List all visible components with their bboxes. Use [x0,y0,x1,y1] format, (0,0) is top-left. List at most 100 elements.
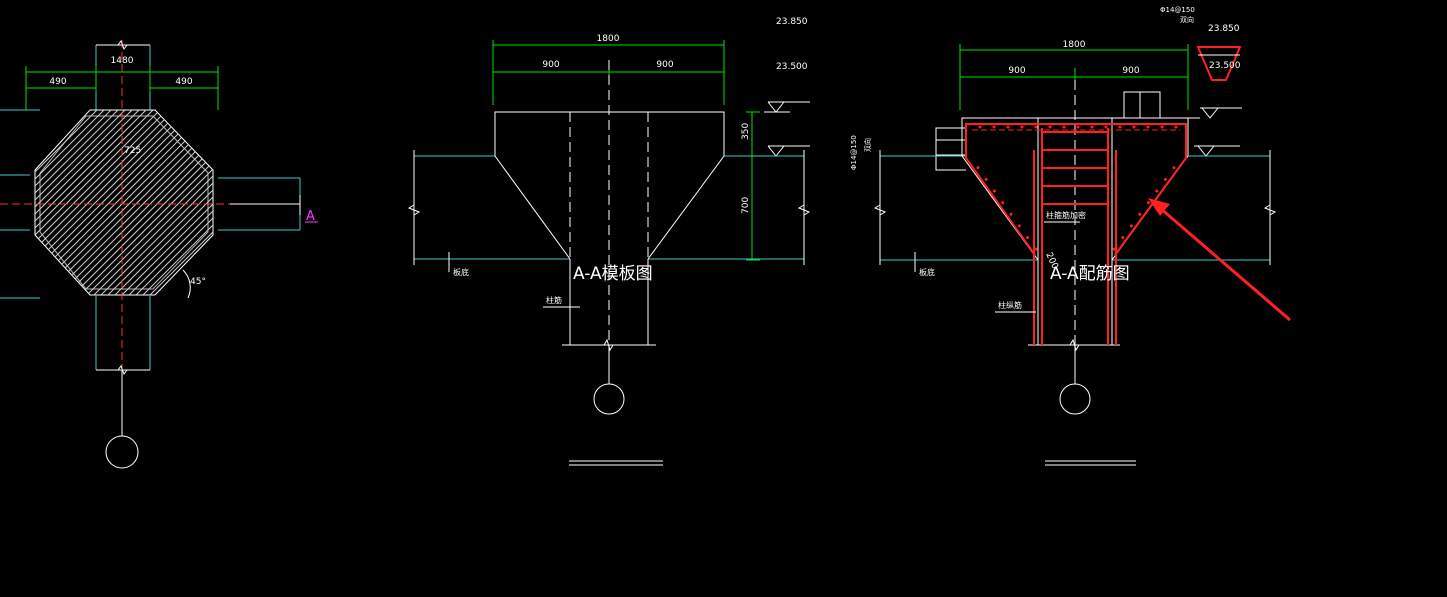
hatch-line [35,110,63,295]
hatch-line [241,110,426,295]
hatch-line [65,110,213,295]
hatch-line [107,110,213,295]
hatch-line [205,110,213,295]
rebar-dot [1112,247,1116,251]
hatch-line [121,110,213,295]
rebar-note-left-1: Φ14@150 [850,135,858,170]
hatch-line [234,110,419,295]
hatch-line [269,110,454,295]
rebar-dot [1048,125,1052,129]
rebar-dot [1006,125,1010,129]
rebar-dim-right: 900 [1122,66,1139,76]
red-pointer-arrow [1148,198,1291,322]
rebar-dot [1001,201,1005,205]
plan-axis-bubble [105,435,139,469]
hatch-line [35,110,175,295]
rebar-dot [1129,224,1133,228]
hatch-line [0,110,20,295]
rebar-elev-mid: 23.500 [1209,61,1241,71]
hatch-line [35,110,133,295]
hatch-line [44,110,213,295]
rebar-dot [1160,125,1164,129]
hatch-line [35,110,196,295]
rebar-note-top-1: Φ14@150 [1160,6,1195,14]
hatch-line [35,110,140,295]
rebar-dot [1155,189,1159,193]
rebar-note-left-2: 双向 [863,138,872,152]
rebar-dot [1163,177,1167,181]
hatch-line [177,110,213,295]
rebar-note-top-2: 双向 [1180,15,1194,24]
rebar-dot [992,125,996,129]
hatch-line [51,110,213,295]
rebar-title: A-A配筋图 [1050,264,1130,284]
rebar-dot [1009,212,1013,216]
rebar-dot [1174,125,1178,129]
hatch-line [79,110,213,295]
formwork-elev-mid: 23.500 [776,62,808,72]
hatch-line [227,110,412,295]
hatch-line [35,110,161,295]
hatch-line [72,110,213,295]
rebar-reinforcement [965,123,1187,345]
plan-dim-total: 1480 [111,56,134,66]
hatch-line [100,110,213,295]
plan-hatch [0,110,468,295]
rebar-dot [1121,236,1125,240]
rebar-dot [1020,125,1024,129]
hatch-line [35,110,112,295]
hatch-line [262,110,447,295]
hatch-line [35,110,213,295]
rebar-dot [1138,212,1142,216]
hatch-line [35,110,147,295]
hatch-line [35,110,49,295]
rebar-dim-left: 900 [1008,66,1025,76]
rebar-dot [1017,224,1021,228]
plan-dim-left: 490 [49,77,66,87]
rebar-dot [1132,125,1136,129]
rebar-slab-label: 板底 [919,267,935,277]
formwork-section: 23.850 23.500 1800 900 900 350 700 [407,17,811,466]
hatch-line [35,110,98,295]
formwork-elev-top: 23.850 [776,17,808,27]
plan-beams [0,44,301,371]
hatch-line [191,110,213,295]
hatch-line [93,110,213,295]
rebar-dot [984,177,988,181]
hatch-line [37,110,213,295]
rebar-dot [1026,236,1030,240]
rebar-stirrups [1042,131,1108,205]
plan-dimensions [25,66,219,110]
hatch-line [35,110,84,295]
rebar-dot [1146,125,1150,129]
plan-section-marker: A [306,209,315,224]
hatch-line [86,110,213,295]
formwork-dim-left: 900 [542,60,559,70]
hatch-line [0,110,27,295]
hatch-line [170,110,213,295]
plan-dim-right: 490 [175,77,192,87]
hatch-line [149,110,213,295]
rebar-dot [1172,166,1176,170]
rebar-elev-symbol [1196,46,1242,81]
rebar-dim-total: 1800 [1063,40,1086,50]
rebar-dot [1104,125,1108,129]
formwork-dim-v-lower: 700 [741,197,751,214]
hatch-line [58,110,213,295]
hatch-line [35,110,189,295]
rebar-dot [992,189,996,193]
formwork-column-label: 柱筋 [546,295,562,305]
rebar-dots [976,125,1178,251]
rebar-dot [1034,247,1038,251]
rebar-dot [978,125,982,129]
hatch-line [276,110,461,295]
formwork-dim-total: 1800 [597,34,620,44]
rebar-dot [1076,125,1080,129]
hatch-line [283,110,468,295]
hatch-line [35,110,126,295]
hatch-line [35,110,105,295]
hatch-line [212,110,213,295]
plan-hatch-label: 725 [124,146,141,156]
rebar-dot [1146,201,1150,205]
